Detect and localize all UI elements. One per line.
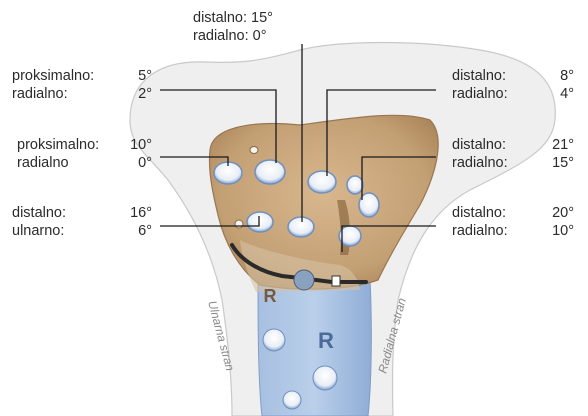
label-value: 0° [138, 154, 152, 172]
label-key: radialno: [12, 85, 68, 103]
shaft-hole [263, 329, 285, 351]
label-left-1: proksimalno: 5° radialno: 2° [12, 67, 152, 103]
label-value: 10° [552, 222, 574, 240]
label-key: radialno: [452, 222, 508, 240]
label-value: 4° [560, 85, 574, 103]
screw-hole [308, 171, 336, 193]
label-key: distalno: [452, 204, 506, 222]
label-left-3: distalno: 16° ulnarno: 6° [12, 204, 152, 240]
label-value: 21° [552, 136, 574, 154]
label-value: 16° [130, 204, 152, 222]
label-value: 10° [130, 136, 152, 154]
wire-clamp [294, 270, 314, 290]
label-key: ulnarno: [12, 222, 64, 240]
wire-clip [332, 276, 340, 286]
label-value: 6° [138, 222, 152, 240]
screw-hole-small [250, 147, 258, 154]
label-right-1: distalno: 8° radialno: 4° [452, 67, 574, 103]
label-key: distalno: [12, 204, 66, 222]
shaft-hole [313, 366, 337, 390]
label-left-2: proksimalno: 10° radialno 0° [17, 136, 152, 172]
label-value: 20° [552, 204, 574, 222]
label-right-3: distalno: 20° radialno: 10° [452, 204, 574, 240]
label-key: radialno: [452, 85, 508, 103]
label-key: proksimalno: [17, 136, 99, 154]
label-key: radialno [17, 154, 69, 172]
label-top-line2: radialno: 0° [193, 27, 273, 45]
label-key: distalno: [452, 67, 506, 85]
screw-hole [247, 212, 273, 232]
label-value: 15° [552, 154, 574, 172]
screw-hole [347, 176, 363, 194]
label-key: distalno: [452, 136, 506, 154]
plate-letter-lower: R [318, 328, 334, 353]
label-value: 2° [138, 85, 152, 103]
label-top: distalno: 15° radialno: 0° [193, 9, 273, 45]
label-key: radialno: [452, 154, 508, 172]
plate-letter-upper: R [264, 286, 277, 306]
label-key: proksimalno: [12, 67, 94, 85]
shaft-hole [283, 391, 301, 409]
label-right-2: distalno: 21° radialno: 15° [452, 136, 574, 172]
label-top-line1: distalno: 15° [193, 9, 273, 27]
label-value: 8° [560, 67, 574, 85]
screw-hole [288, 217, 314, 237]
label-value: 5° [138, 67, 152, 85]
screw-hole [255, 160, 285, 184]
screw-hole-small [235, 220, 243, 228]
